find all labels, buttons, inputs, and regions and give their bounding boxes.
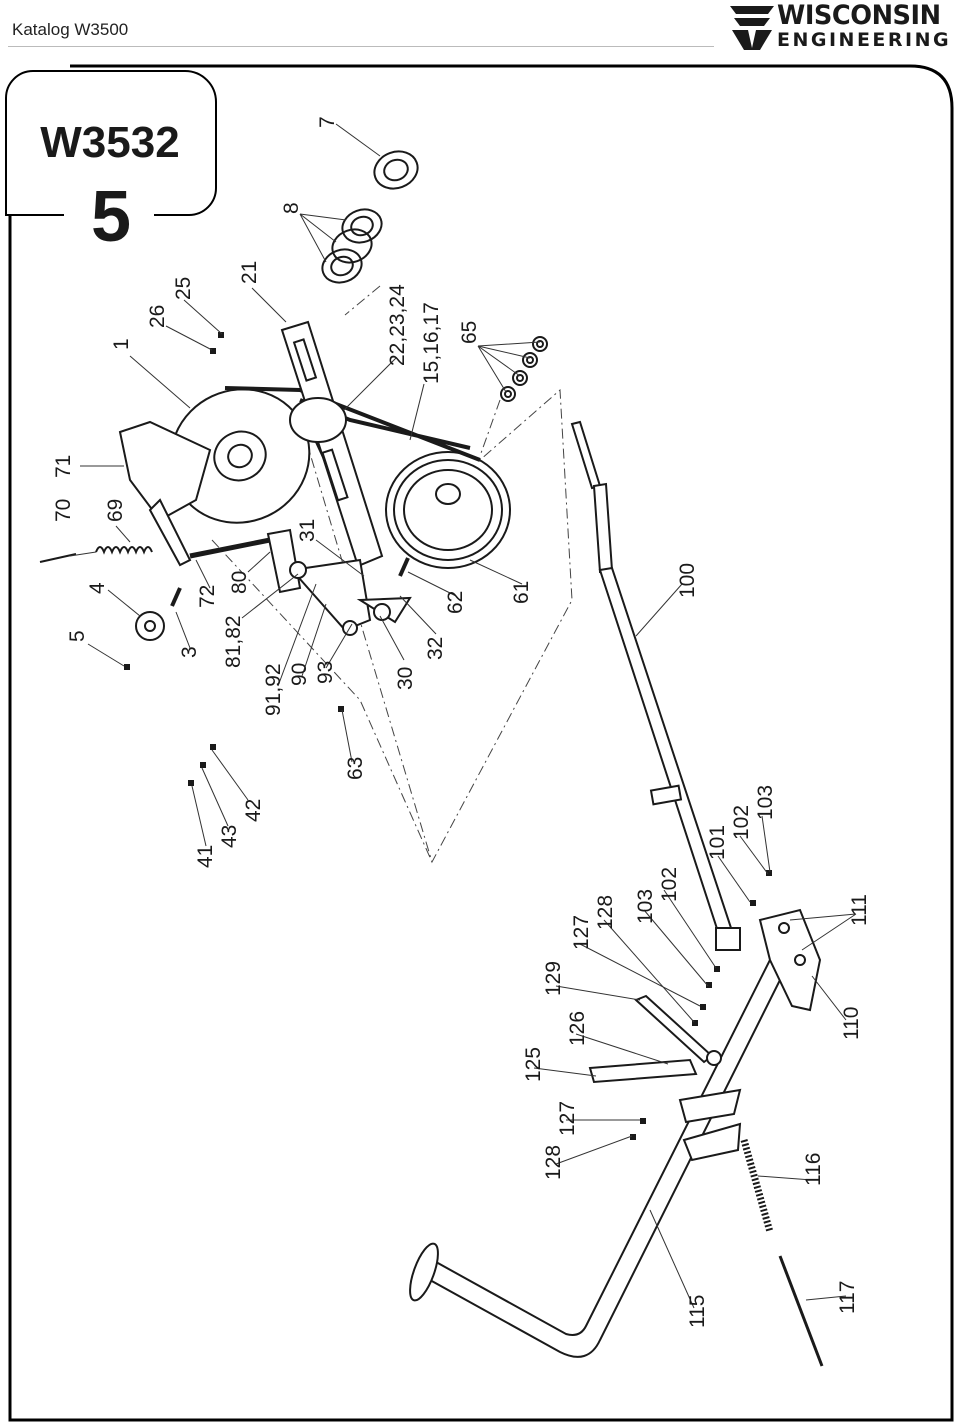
washer-set (321, 150, 419, 284)
label-32: 32 (424, 637, 447, 660)
label-42: 42 (242, 799, 265, 822)
label-70: 70 (52, 499, 75, 522)
catalog-title: Katalog W3500 (12, 20, 129, 39)
link-rod (189, 535, 281, 559)
logo-wordmark-bottom: ENGINEERING (777, 29, 952, 51)
label-1: 1 (110, 338, 133, 350)
header-divider (8, 46, 714, 47)
label-22-23-24: 22,23,24 (386, 284, 409, 366)
label-65: 65 (458, 321, 481, 344)
logo-wordmark-top: WISCONSIN (777, 0, 941, 31)
tube-bracket (758, 908, 822, 1012)
wisconsin-engineering-logo: WISCONSIN ENGINEERING (728, 0, 952, 52)
label-3: 3 (178, 646, 201, 658)
label-103-lower: 103 (634, 889, 657, 924)
label-127-upper: 127 (570, 915, 593, 950)
label-21: 21 (238, 261, 261, 284)
label-110: 110 (840, 1007, 863, 1040)
label-101: 101 (706, 825, 729, 860)
label-72: 72 (196, 585, 219, 608)
label-117: 117 (836, 1281, 859, 1314)
label-90: 90 (288, 663, 311, 686)
label-41: 41 (194, 845, 217, 868)
label-25: 25 (172, 277, 195, 300)
label-100: 100 (676, 563, 699, 598)
label-69: 69 (104, 499, 127, 522)
cotter-pin (39, 553, 77, 563)
label-116: 116 (802, 1153, 825, 1186)
label-103-upper: 103 (754, 785, 777, 820)
label-125: 125 (522, 1047, 545, 1082)
label-7: 7 (316, 116, 339, 128)
label-129: 129 (542, 961, 565, 996)
control-rod (570, 420, 741, 951)
label-128-upper: 128 (594, 895, 617, 930)
label-102-lower: 102 (658, 867, 681, 902)
label-62: 62 (444, 591, 467, 614)
label-71: 71 (52, 455, 75, 478)
label-8: 8 (280, 202, 303, 214)
hand-lever (588, 994, 742, 1162)
leader-lines (69, 123, 857, 1309)
label-111: 111 (848, 894, 871, 926)
model-code: W3532 (40, 118, 180, 167)
logo-emblem-icon (730, 6, 774, 50)
label-43: 43 (218, 825, 241, 848)
main-frame-tube (409, 938, 798, 1358)
label-5: 5 (66, 630, 89, 642)
label-93: 93 (314, 661, 337, 684)
assembly-guide-lines (211, 285, 573, 864)
label-26: 26 (146, 305, 169, 328)
label-126: 126 (566, 1011, 589, 1046)
label-15-16-17: 15,16,17 (420, 302, 443, 384)
washer-4 (135, 611, 165, 641)
small-washers (500, 336, 548, 402)
label-31: 31 (296, 519, 319, 542)
tension-spring (740, 1139, 774, 1233)
hook-rod (778, 1255, 824, 1367)
label-81-82: 81,82 (222, 615, 245, 668)
label-4: 4 (86, 582, 109, 594)
label-127-lower: 127 (556, 1101, 579, 1136)
label-30: 30 (394, 667, 417, 690)
page-frame (8, 64, 954, 1422)
pulley (385, 451, 511, 569)
pivot-assembly (266, 528, 412, 636)
disc-bracket (118, 420, 212, 567)
section-number: 5 (90, 177, 132, 257)
label-91-92: 91,92 (262, 663, 285, 716)
label-61: 61 (510, 581, 533, 604)
small-fasteners (124, 332, 772, 1140)
label-63: 63 (344, 757, 367, 780)
large-disc (169, 388, 311, 524)
label-128-lower: 128 (542, 1145, 565, 1180)
support-arm (280, 320, 384, 568)
label-102-upper: 102 (730, 805, 753, 840)
label-80: 80 (228, 571, 251, 594)
label-115: 115 (686, 1295, 709, 1328)
spring (95, 546, 153, 555)
